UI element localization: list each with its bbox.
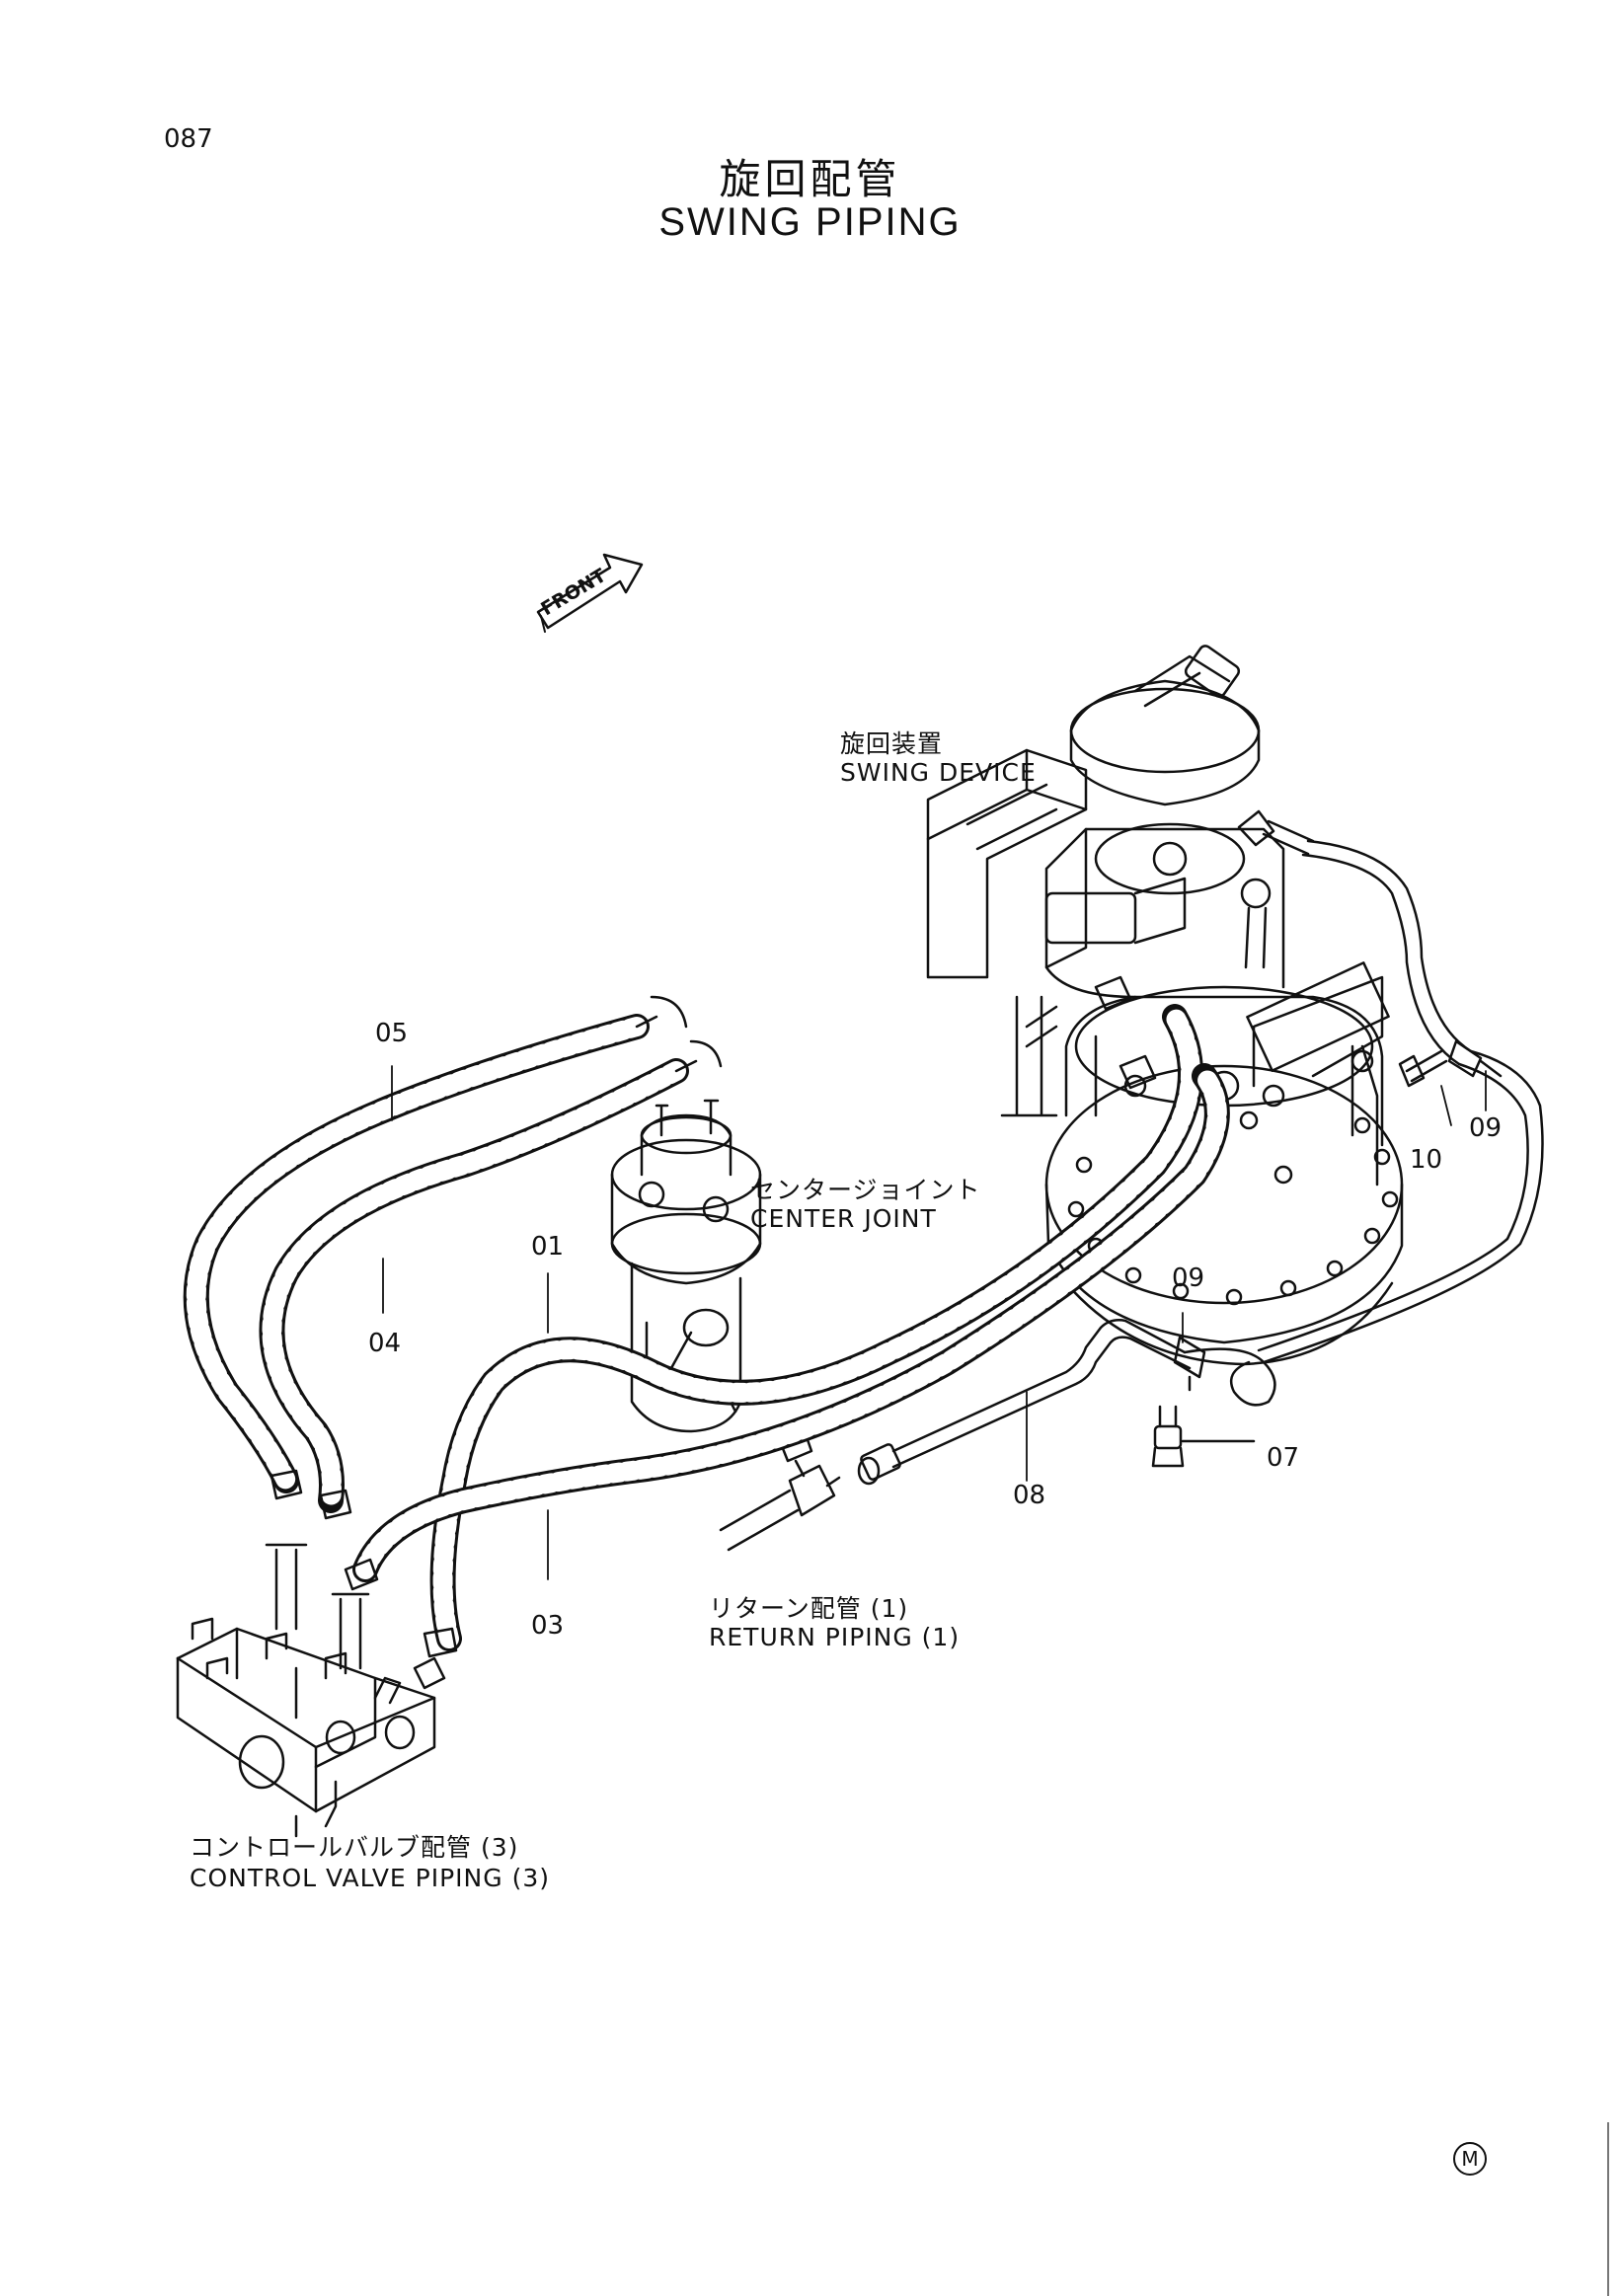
part-callout-09-drain: 09 (1469, 1113, 1503, 1143)
center-joint-label-en: CENTER JOINT (750, 1204, 937, 1233)
protected-hoses (183, 995, 1230, 1651)
swing-device (926, 645, 1404, 1366)
part-callout-10: 10 (1410, 1145, 1443, 1175)
part-callout-04: 04 (368, 1329, 402, 1358)
swing-device-label-jp: 旋回装置 (840, 729, 944, 758)
center-joint (610, 1099, 762, 1433)
control-valve (176, 1543, 446, 1838)
page-number: 087 (164, 124, 213, 154)
return-piping-label-jp: リターン配管 (1) (709, 1594, 909, 1623)
drain-line (1257, 839, 1544, 1364)
m-mark-icon: M (1453, 2142, 1487, 2176)
page-title-en: SWING PIPING (658, 200, 962, 244)
control-valve-piping-label-en: CONTROL VALVE PIPING (3) (190, 1864, 550, 1892)
hose-fittings (270, 975, 1157, 1658)
return-piping-stub (719, 1429, 841, 1552)
part-callout-03: 03 (531, 1611, 565, 1641)
page-edge-line (1607, 2122, 1609, 2296)
part-callout-09-clamp: 09 (1172, 1263, 1205, 1293)
front-arrow-icon: FRONT (536, 553, 644, 633)
part-callout-05: 05 (375, 1019, 409, 1048)
center-joint-label-jp: センタージョイント (750, 1176, 981, 1204)
page-title-jp: 旋回配管 (719, 155, 901, 203)
swing-device-label-en: SWING DEVICE (840, 758, 1037, 787)
return-pipe-08 (857, 1319, 1276, 1486)
control-valve-piping-label-jp: コントロールバルブ配管 (3) (190, 1833, 519, 1862)
part-callout-01: 01 (531, 1232, 565, 1262)
return-piping-label-en: RETURN PIPING (1) (709, 1623, 961, 1651)
part-callout-08: 08 (1013, 1481, 1046, 1510)
callout-leaders (382, 1065, 1487, 1580)
part-callout-07: 07 (1267, 1443, 1300, 1473)
